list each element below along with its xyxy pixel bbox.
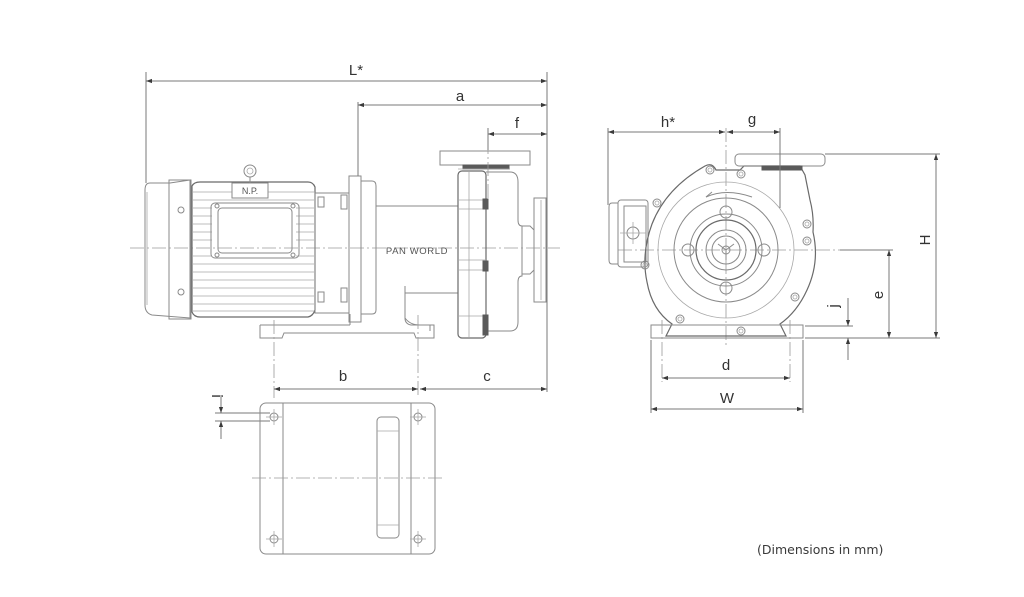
dim-label-f: f xyxy=(515,115,520,132)
dim-label-L: L* xyxy=(349,62,363,79)
dim-label-e: e xyxy=(870,291,887,299)
casing-bolts xyxy=(640,165,812,336)
base-foot xyxy=(259,314,435,339)
dim-label-j: j xyxy=(825,304,842,308)
nameplate-label: N.P. xyxy=(242,186,258,196)
mounting-hole-icon xyxy=(410,409,426,425)
dimensions-note: (Dimensions in mm) xyxy=(757,542,884,557)
side-dimensions: L* a f b c i xyxy=(145,62,548,439)
mounting-hole-icon xyxy=(266,531,282,547)
dim-label-i: i xyxy=(208,394,225,397)
side-view: N.P. PAN WORLD xyxy=(130,140,560,398)
dim-label-a: a xyxy=(456,88,465,105)
pump-casing xyxy=(457,170,523,339)
motor-body xyxy=(191,181,316,318)
dim-label-c: c xyxy=(483,368,491,385)
mounting-hole-icon xyxy=(410,531,426,547)
front-dimensions: h* g H e j d W xyxy=(607,111,940,413)
dim-label-g: g xyxy=(748,111,756,128)
dim-label-h: h* xyxy=(661,114,675,131)
dim-label-d: d xyxy=(722,357,730,374)
motor-terminal-box-side xyxy=(608,199,649,268)
dim-label-b: b xyxy=(339,368,347,385)
eye-bolt-icon xyxy=(243,164,257,183)
discharge-flange xyxy=(439,150,531,170)
mounting-hole-icon xyxy=(266,409,282,425)
pump-casing-front xyxy=(640,153,826,337)
brand-label: PAN WORLD xyxy=(386,246,448,257)
nameplate: N.P. xyxy=(231,182,269,199)
suction-flange xyxy=(522,197,547,303)
front-base xyxy=(650,320,804,382)
base-plan-view xyxy=(252,402,443,555)
dim-label-H: H xyxy=(917,235,934,246)
motor-fan-cover xyxy=(144,179,192,320)
motor-adapter xyxy=(314,175,377,323)
dim-label-W: W xyxy=(720,390,735,407)
front-view xyxy=(608,128,860,382)
pump-bracket xyxy=(376,205,458,331)
